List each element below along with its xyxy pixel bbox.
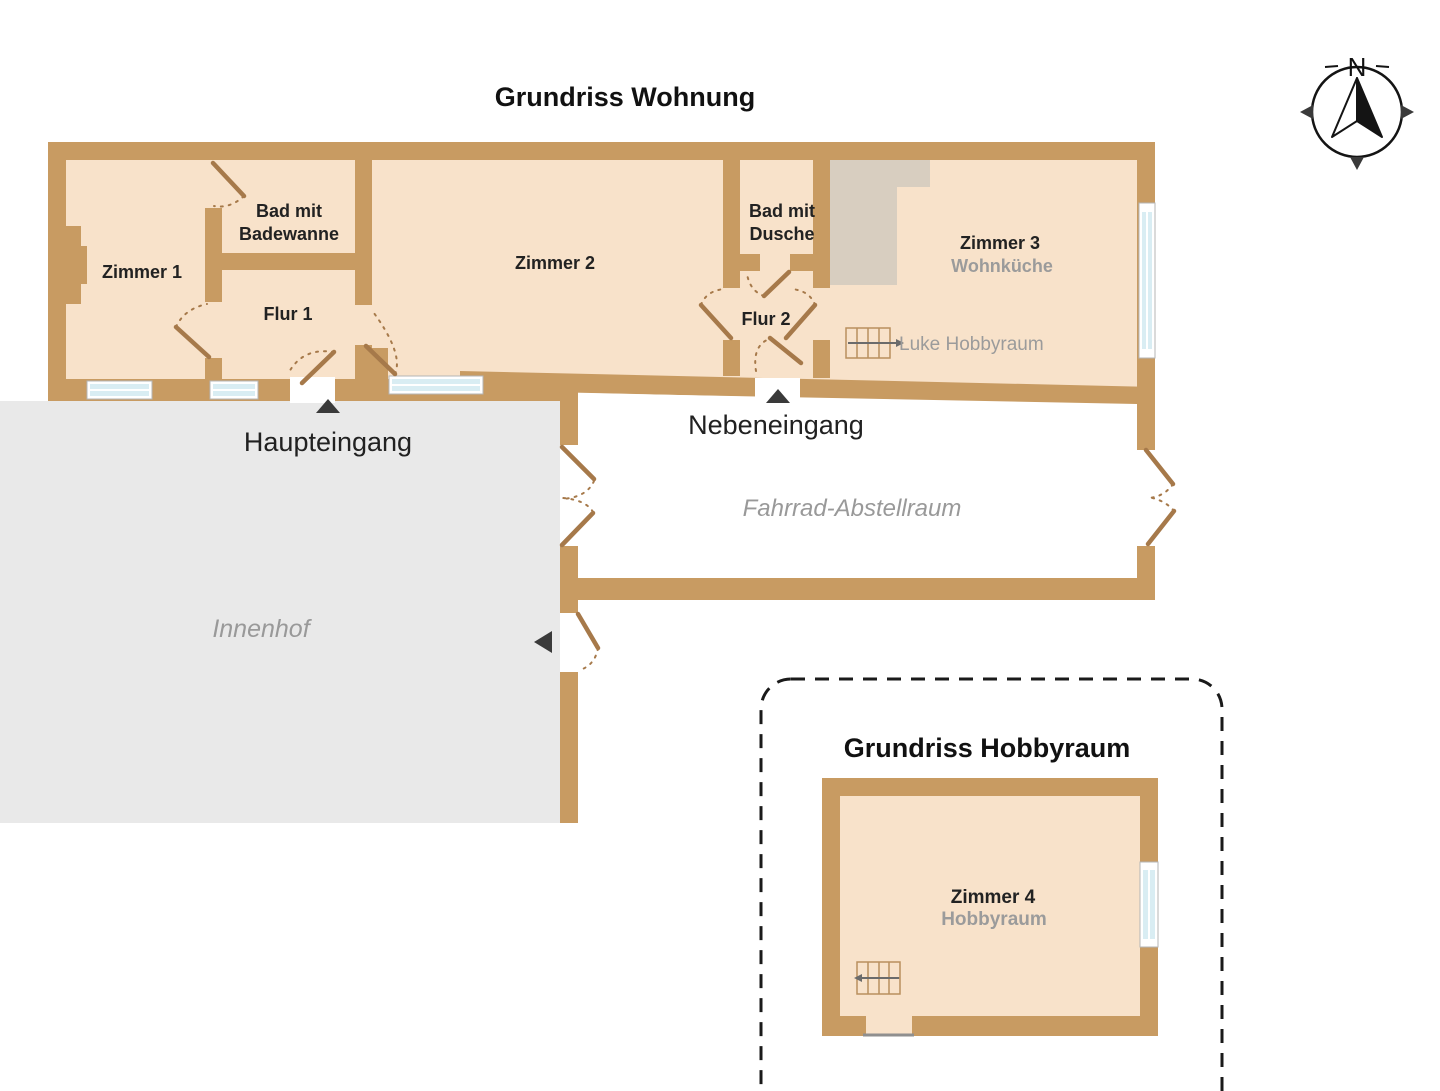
- hatch-icon-zimmer4: [854, 961, 901, 995]
- label-luke-hobbyraum: Luke Hobbyraum: [899, 334, 1044, 355]
- apartment-title: Grundriss Wohnung: [495, 82, 755, 112]
- north-arrow-right: [1356, 77, 1383, 138]
- zimmer3-annex-block: [830, 160, 930, 285]
- side-entrance-arrow: [766, 389, 790, 403]
- north-arrow-left: [1331, 77, 1358, 138]
- label-courtyard: Innenhof: [212, 615, 312, 643]
- label-bike-room: Fahrrad-Abstellraum: [743, 495, 962, 522]
- window-zimmer1-a: [86, 380, 153, 400]
- label-flur1: Flur 1: [263, 304, 312, 324]
- compass-east-tick: [1401, 105, 1414, 119]
- window-zimmer1-b: [209, 380, 259, 400]
- door-flur1-zimmer2: [363, 308, 398, 377]
- label-hobbyraum: Hobbyraum: [941, 909, 1047, 930]
- compass-west-tick: [1300, 105, 1313, 119]
- label-zimmer3: Zimmer 3: [960, 233, 1040, 253]
- hobby-dashed-border: [759, 677, 1224, 1091]
- courtyard-side-arrow: [534, 631, 552, 653]
- door-bike-room-right: [1143, 447, 1177, 547]
- label-main-entrance: Haupteingang: [244, 427, 412, 457]
- hatch-icon-zimmer3: [845, 327, 904, 359]
- label-zimmer2: Zimmer 2: [515, 253, 595, 273]
- label-flur2: Flur 2: [741, 309, 790, 329]
- door-flur2-zimmer3: [783, 288, 818, 341]
- hatch-opening-zimmer4: [863, 1016, 914, 1037]
- door-courtyard-side: [575, 611, 601, 671]
- door-bike-room-left: [559, 444, 597, 548]
- compass-rose: N: [1300, 52, 1414, 170]
- label-side-entrance: Nebeneingang: [688, 410, 864, 440]
- bike-room-interior: [578, 393, 1137, 578]
- courtyard-area: [0, 401, 560, 823]
- label-bad-badewanne-1: Bad mit: [256, 201, 322, 221]
- hobby-title: Grundriss Hobbyraum: [844, 733, 1131, 763]
- main-entrance-arrow: [316, 399, 340, 413]
- door-side-entrance: [754, 335, 804, 372]
- compass-south-tick: [1350, 157, 1364, 170]
- label-wohnkueche: Wohnküche: [951, 256, 1053, 276]
- label-bad-dusche-1: Bad mit: [749, 201, 815, 221]
- door-bad-dusche: [746, 269, 792, 299]
- window-zimmer4: [1139, 861, 1159, 948]
- compass-north-label: N: [1348, 52, 1367, 82]
- door-zimmer1-flur1: [173, 303, 212, 360]
- door-main-entrance: [287, 349, 337, 386]
- hobby-section: Grundriss Hobbyraum Zimmer 4 Hobbyraum: [759, 677, 1224, 1091]
- label-bad-badewanne-2: Badewanne: [239, 224, 339, 244]
- main-entrance-opening: [290, 377, 335, 403]
- label-zimmer1: Zimmer 1: [102, 262, 182, 282]
- label-bad-dusche-2: Dusche: [749, 224, 814, 244]
- hobby-room-interior: [840, 796, 1140, 1016]
- door-flur2-zimmer2: [698, 288, 734, 341]
- window-zimmer2: [388, 375, 484, 395]
- window-zimmer3: [1138, 202, 1156, 359]
- label-zimmer4: Zimmer 4: [951, 887, 1036, 908]
- door-bad-badewanne: [210, 160, 247, 208]
